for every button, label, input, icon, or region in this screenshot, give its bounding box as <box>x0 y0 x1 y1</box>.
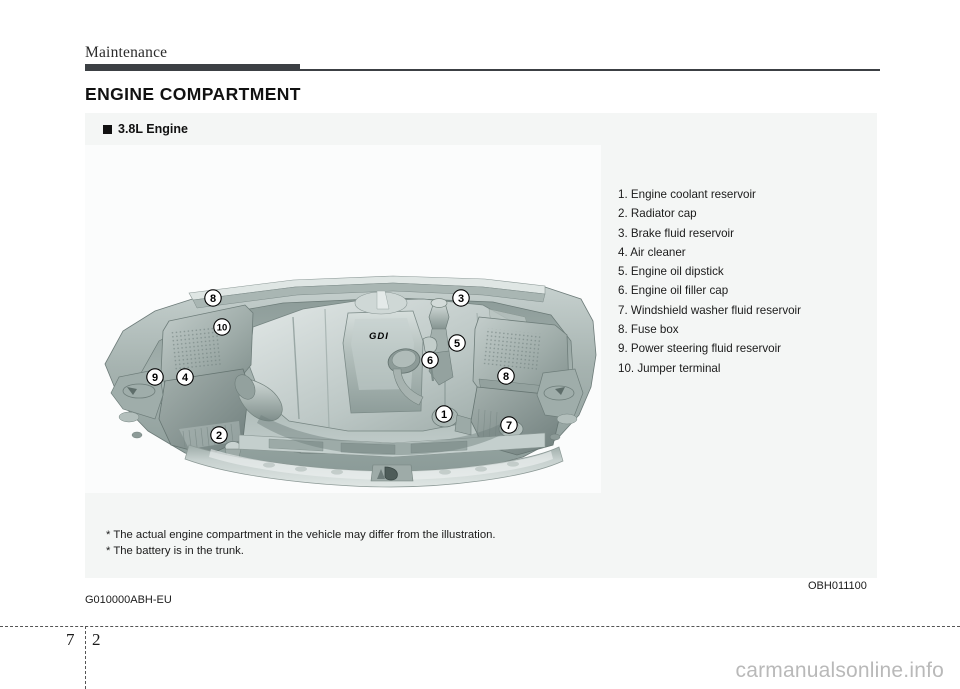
footer-vertical-divider <box>85 626 86 689</box>
legend-item: 10. Jumper terminal <box>618 361 721 375</box>
svg-text:4: 4 <box>182 372 189 384</box>
legend-item: 3. Brake fluid reservoir <box>618 226 734 240</box>
panel-subheading-label: 3.8L Engine <box>118 122 188 136</box>
engine-compartment-panel: 3.8L Engine <box>85 113 877 578</box>
legend-item: 2. Radiator cap <box>618 207 697 221</box>
svg-text:3: 3 <box>458 293 464 305</box>
square-bullet-icon <box>103 124 112 134</box>
callout-3: 3 <box>452 289 470 307</box>
callout-7: 7 <box>500 416 518 434</box>
svg-text:2: 2 <box>216 430 222 442</box>
site-watermark: carmanualsonline.info <box>735 659 944 682</box>
legend-item: 6. Engine oil filler cap <box>618 284 729 298</box>
running-head-chapter-name: Maintenance <box>85 44 168 61</box>
callout-2: 2 <box>210 426 228 444</box>
svg-text:10: 10 <box>217 323 228 334</box>
footnote: * The actual engine compartment in the v… <box>106 529 496 541</box>
svg-text:6: 6 <box>427 355 433 367</box>
header-rule-thick <box>85 64 300 71</box>
svg-text:5: 5 <box>454 338 460 350</box>
callout-1: 1 <box>435 405 453 423</box>
footnotes: * The actual engine compartment in the v… <box>106 528 496 559</box>
callout-9: 9 <box>146 368 164 386</box>
header-rule-thin <box>300 69 880 71</box>
footer-horizontal-divider <box>0 626 960 627</box>
figure-code: OBH011100 <box>808 580 867 592</box>
engine-compartment-diagram: GDI <box>104 275 597 488</box>
engine-cover-badge: GDI <box>369 331 389 342</box>
header-rule <box>85 64 880 71</box>
footnote: * The battery is in the trunk. <box>106 544 244 557</box>
legend-item: 8. Fuse box <box>618 323 679 337</box>
legend-item: 7. Windshield washer fluid reservoir <box>618 303 801 317</box>
legend-item: 5. Engine oil dipstick <box>618 265 724 279</box>
legend-item: 9. Power steering fluid reservoir <box>618 342 782 356</box>
footer-chapter-number: 7 <box>66 630 75 649</box>
document-code: G010000ABH-EU <box>85 594 172 606</box>
panel-subheading: 3.8L Engine <box>103 122 188 136</box>
engine-illustration-panel: GDI <box>85 145 601 493</box>
callout-4: 4 <box>176 368 194 386</box>
callout-8-left: 8 <box>204 289 222 307</box>
svg-text:7: 7 <box>506 420 512 432</box>
callout-5: 5 <box>448 334 466 352</box>
svg-text:9: 9 <box>152 372 158 384</box>
page-title: ENGINE COMPARTMENT <box>85 84 301 104</box>
callout-10: 10 <box>213 318 231 336</box>
component-legend-list: 1. Engine coolant reservoir 2. Radiator … <box>618 185 868 378</box>
legend-item: 1. Engine coolant reservoir <box>618 188 756 201</box>
svg-text:8: 8 <box>503 371 509 383</box>
svg-text:8: 8 <box>210 293 216 305</box>
footer-page-number: 2 <box>92 630 101 649</box>
callout-group: 8 10 9 4 <box>146 289 518 444</box>
legend-item: 4. Air cleaner <box>618 245 686 259</box>
callout-6: 6 <box>421 351 439 369</box>
callout-8-right: 8 <box>497 367 515 385</box>
svg-text:1: 1 <box>441 409 447 421</box>
